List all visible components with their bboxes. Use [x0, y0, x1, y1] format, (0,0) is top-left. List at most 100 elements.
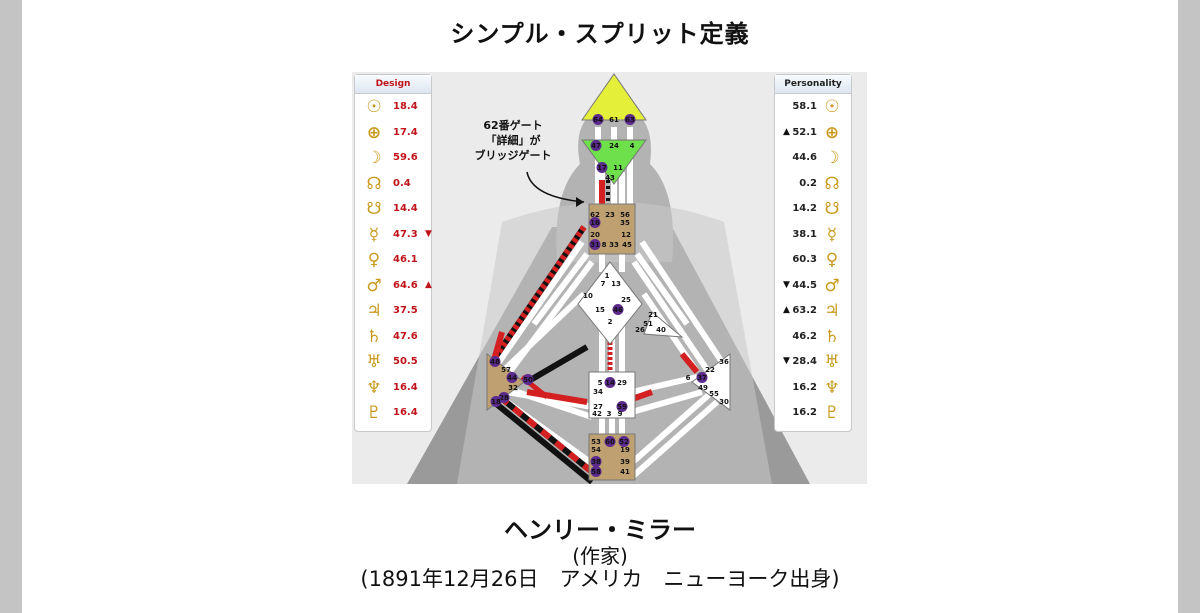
mercury-icon: ☿: [368, 224, 380, 245]
person-birth: (1891年12月26日 アメリカ ニューヨーク出身): [360, 567, 840, 591]
gate-56: 56: [620, 211, 630, 219]
planet-value: 52.1: [792, 126, 817, 138]
planet-value: 44.6: [792, 152, 817, 163]
gate-30: 30: [719, 398, 729, 406]
gate-4: 4: [630, 142, 635, 150]
planet-row: ☿38.1: [775, 222, 851, 248]
gate-28: 28: [499, 394, 509, 402]
planet-row: ♂44.5▼: [775, 273, 851, 299]
gate-44: 44: [507, 374, 517, 382]
planet-row: ☽44.6: [775, 145, 851, 171]
planet-row: ♄46.2: [775, 324, 851, 350]
person-occupation: (作家): [572, 544, 628, 568]
planet-row: ♅28.4▼: [775, 349, 851, 375]
gate-26: 26: [635, 326, 645, 334]
planet-row: ⊕17.4: [355, 120, 431, 146]
left-border: [0, 0, 22, 613]
planet-row: ♅50.5: [355, 349, 431, 375]
exalted-arrow-icon: ▲: [425, 279, 432, 290]
planet-value: 44.5: [792, 279, 817, 291]
planet-row: ☽59.6: [355, 145, 431, 171]
gate-51: 51: [643, 320, 653, 328]
gate-29: 29: [617, 379, 627, 387]
gate-38: 38: [591, 458, 601, 466]
planet-row: ♇16.2: [775, 400, 851, 426]
callout-arrowhead: [576, 197, 584, 207]
gate-35: 35: [620, 219, 630, 227]
g-center: [577, 261, 643, 345]
planet-value: 17.4: [393, 126, 418, 138]
gate-60-marker: [604, 436, 616, 447]
planet-row: ♆ 16.2: [775, 375, 851, 401]
planet-row: ☿ 47.3 ▼: [355, 222, 432, 248]
planet-value: 16.4: [393, 381, 418, 393]
planet-row: ⊕52.1▲: [775, 120, 851, 146]
planet-value: 59.6: [393, 152, 418, 163]
gate-58: 58: [591, 468, 601, 476]
gate-64-marker: [592, 114, 604, 125]
mars-icon: ♂: [366, 275, 382, 296]
planet-row: ♀46.1: [355, 247, 431, 273]
gate-36: 36: [719, 358, 729, 366]
gate-46: 46: [613, 306, 623, 314]
gate-37-marker: [696, 372, 708, 383]
gate-53: 53: [591, 438, 601, 446]
planet-value: 16.2: [792, 381, 817, 393]
detriment-arrow-icon: ▼: [425, 228, 432, 239]
gate-54: 54: [591, 446, 601, 454]
gate-37: 37: [697, 374, 707, 382]
gate-45: 45: [622, 241, 632, 249]
channel-50-27: [525, 344, 589, 385]
north-node-icon: ☊: [366, 173, 382, 194]
gate-5: 5: [598, 379, 603, 387]
detriment-arrow-icon: ▼: [783, 279, 790, 290]
gate-8: 8: [602, 241, 607, 249]
saturn-icon: ♄: [824, 326, 840, 347]
gate-18: 18: [491, 398, 501, 406]
planet-row: ☋14.4: [355, 196, 431, 222]
mercury-icon: ☿: [826, 224, 838, 245]
exalted-arrow-icon: ▲: [783, 126, 790, 137]
gate-60: 60: [605, 438, 615, 446]
gate-16: 16: [590, 219, 600, 227]
planet-value: 16.2: [792, 407, 817, 418]
gate-57: 57: [501, 366, 511, 374]
gate-22: 22: [705, 366, 715, 374]
uranus-icon: ♅: [824, 352, 840, 372]
gate-15: 15: [595, 306, 605, 314]
gate-40: 40: [656, 326, 666, 334]
jupiter-icon: ♃: [366, 301, 382, 321]
gate-41: 41: [620, 468, 630, 476]
saturn-icon: ♄: [366, 326, 382, 347]
planet-row: ☋14.2: [775, 196, 851, 222]
gate-58-marker: [590, 466, 602, 477]
gate-16-marker: [589, 217, 601, 228]
callout-line-2: 「詳細」が: [485, 134, 541, 147]
planet-value: 14.4: [393, 203, 418, 214]
gate-27: 27: [593, 403, 603, 411]
planet-value: 18.4: [393, 101, 418, 112]
planet-value: 0.2: [799, 177, 817, 189]
channel-32-54-upper: [526, 389, 588, 405]
gate-61: 61: [609, 116, 619, 124]
gate-31-marker: [589, 239, 601, 250]
gate-52: 52: [619, 438, 629, 446]
gate-20: 20: [590, 231, 600, 239]
planet-value: 16.4: [393, 407, 418, 418]
pluto-icon: ♇: [366, 403, 382, 423]
planet-value: 47.3: [393, 228, 418, 240]
channel-40-37: [679, 352, 700, 374]
detriment-arrow-icon: ▼: [783, 356, 790, 366]
gate-31: 31: [590, 241, 600, 249]
planet-value: 47.6: [393, 330, 418, 342]
gate-64: 64: [593, 116, 603, 124]
planet-row: ♀60.3: [775, 247, 851, 273]
design-rows: ☉18.4⊕17.4☽59.6☊0.4☋14.4☿47.3▼♀46.1♂64.6…: [355, 94, 432, 426]
sun-icon: ☉: [824, 97, 840, 117]
gate-43: 43: [605, 174, 615, 182]
gate-19: 19: [620, 446, 630, 454]
planet-row: ☉ 58.1: [775, 94, 851, 120]
neptune-icon: ♆: [824, 377, 840, 398]
planet-value: 58.1: [792, 101, 817, 112]
